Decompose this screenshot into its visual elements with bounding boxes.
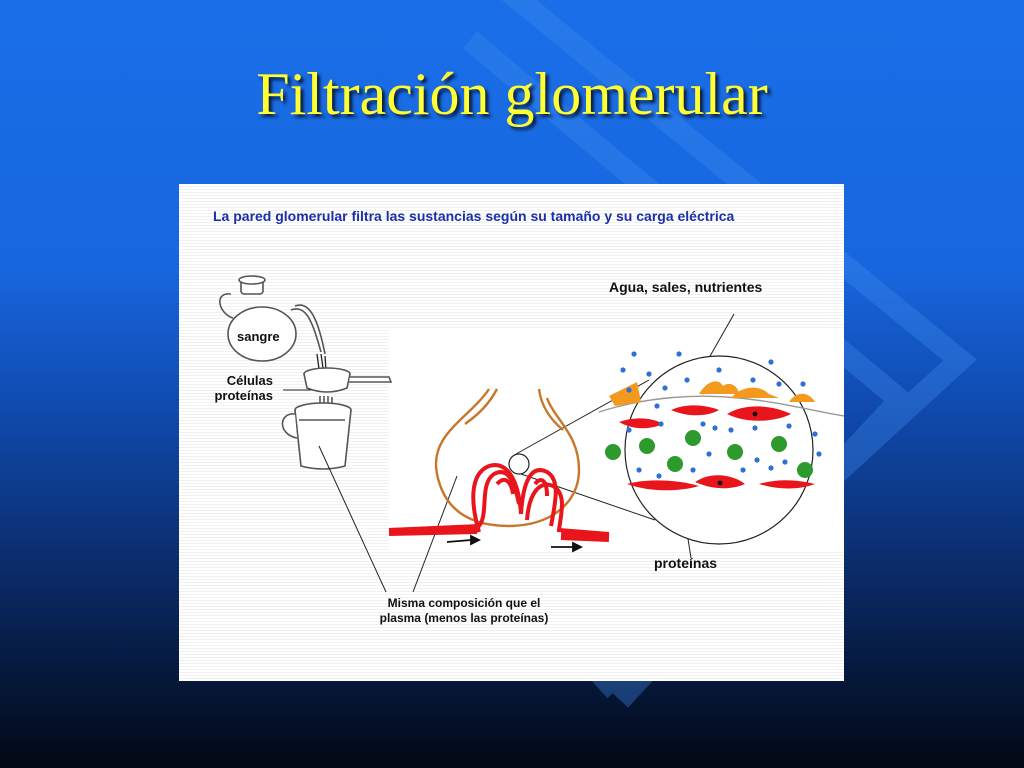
- label-cells: Células proteínas: [207, 373, 273, 403]
- glass-icon: [281, 402, 352, 470]
- zoom-origin-circle: [508, 453, 530, 475]
- label-composition-line2: plasma (menos las proteínas): [379, 611, 549, 625]
- bowman-capsule: [434, 388, 581, 528]
- label-composition: Misma composición que el plasma (menos l…: [349, 596, 579, 626]
- glomerulus-capillaries: [388, 463, 610, 536]
- capillary-vessels: [388, 526, 610, 542]
- label-blood: sangre: [237, 329, 280, 344]
- label-proteins: proteínas: [654, 555, 718, 571]
- label-cells-line2: proteínas: [214, 388, 273, 403]
- small-solute-molecules: [620, 351, 822, 479]
- slide-title: Filtración glomerular: [256, 61, 768, 127]
- figure-heading: La pared glomerular filtra las sustancia…: [213, 208, 735, 224]
- magnified-filtration-barrier: [598, 351, 844, 545]
- endothelial-cells: [619, 405, 815, 491]
- jug-icon: [219, 275, 326, 362]
- figure-panel: La pared glomerular filtra las sustancia…: [179, 184, 844, 681]
- label-water-salts: Agua, sales, nutrientes: [609, 279, 763, 295]
- podocyte-cells: [609, 381, 815, 406]
- filtration-diagram: [219, 275, 844, 593]
- flow-arrows: [446, 534, 584, 553]
- label-cells-line1: Células: [226, 373, 273, 388]
- strainer-icon: [303, 367, 393, 393]
- protein-molecules: [605, 430, 813, 478]
- label-composition-line1: Misma composición que el: [387, 596, 541, 610]
